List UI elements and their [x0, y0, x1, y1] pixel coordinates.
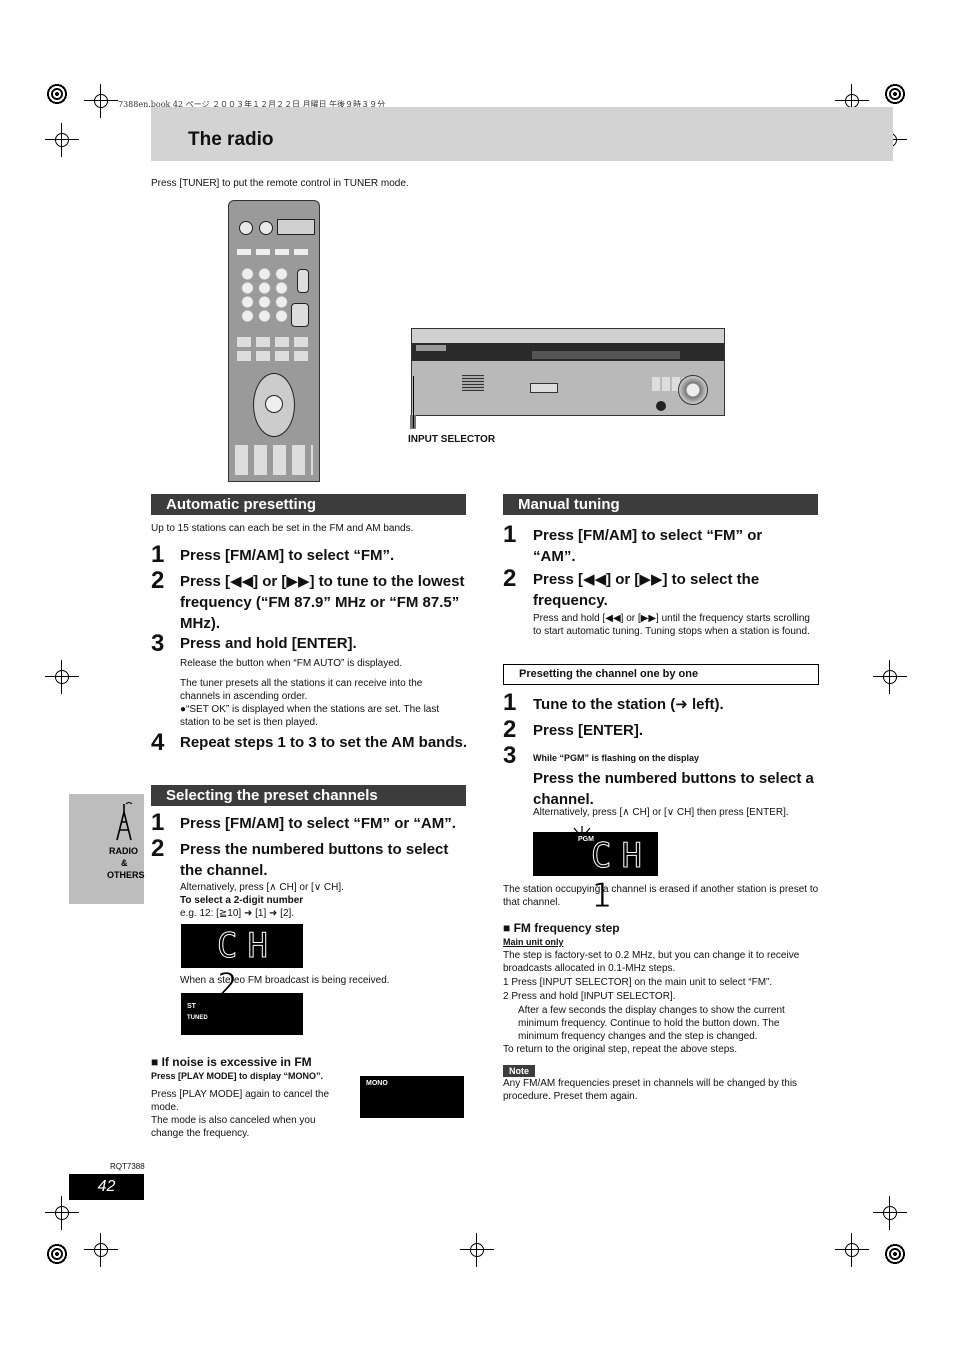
automatic-presetting-heading: Automatic presetting [151, 494, 466, 515]
step-number: 1 [151, 541, 165, 568]
step-text: Repeat steps 1 to 3 to set the AM bands. [180, 734, 467, 751]
antenna-tower-icon [116, 802, 133, 841]
lcd-display-ch1: PGM CH 1 [533, 832, 658, 917]
registration-target-icon [884, 1243, 906, 1265]
step-text: Press [ENTER]. [533, 722, 644, 739]
fm-step-body: The step is factory-set to 0.2 MHz, but … [503, 950, 800, 974]
input-selector-pointer [413, 376, 414, 428]
step-text: Tune to the station (➜ left). [533, 696, 724, 713]
crosshair-icon [45, 1196, 79, 1230]
remote-control-illustration [228, 200, 320, 482]
lcd-display-ch2: CH 2 [181, 924, 303, 1007]
lcd-display-stereo: ST TUNED [181, 993, 303, 1035]
crosshair-icon [84, 84, 118, 118]
step-number: 2 [151, 835, 165, 862]
registration-target-icon [46, 83, 68, 105]
crosshair-icon [873, 660, 907, 694]
lcd-tuned-indicator: TUNED [187, 1015, 208, 1021]
power-button-icon [259, 221, 273, 235]
lcd-st-indicator: ST [187, 1003, 196, 1010]
side-tab-line1: RADIO [109, 846, 138, 856]
step-text: Press the numbered buttons to select the… [180, 841, 449, 879]
lcd-pgm-indicator: PGM [578, 836, 594, 843]
main-unit-illustration [410, 328, 725, 429]
step-number: 1 [151, 809, 165, 836]
two-digit-heading: To select a 2-digit number [180, 895, 304, 906]
presetting-one-heading: Presetting the channel one by one [503, 664, 819, 685]
input-selector-label: INPUT SELECTOR [408, 434, 496, 445]
step-number: 2 [151, 567, 165, 594]
crosshair-icon [460, 1233, 494, 1267]
selecting-preset-heading: Selecting the preset channels [151, 785, 466, 806]
crosshair-icon [84, 1233, 118, 1267]
side-tab-line2: & [121, 858, 128, 868]
erased-note: The station occupying a channel is erase… [503, 884, 819, 908]
step-number: 3 [503, 742, 517, 769]
fm-step-item2-detail: After a few seconds the display changes … [518, 1005, 785, 1042]
fm-step-return: To return to the original step, repeat t… [503, 1044, 738, 1055]
main-unit-only: Main unit only [503, 937, 564, 947]
noise-body2: The mode is also canceled when you chang… [151, 1115, 316, 1139]
alternative-note: Alternatively, press [∧ CH] or [∨ CH]. [180, 882, 344, 893]
step-text: While “PGM” is flashing on the display [533, 753, 700, 763]
alternative-note: Alternatively, press [∧ CH] or [∨ CH] th… [533, 807, 789, 818]
stereo-note: When a stereo FM broadcast is being rece… [180, 975, 390, 986]
step-number: 3 [151, 630, 165, 657]
step-main-text: Press the numbered buttons to select a c… [533, 770, 814, 808]
crosshair-icon [873, 1196, 907, 1230]
lcd-display-mono: MONO [360, 1076, 464, 1118]
note-tag: Note [503, 1065, 535, 1077]
step-text: Press [FM/AM] to select “FM” or “AM”. [180, 815, 456, 832]
noise-body: Press [PLAY MODE] again to cancel the mo… [151, 1089, 330, 1113]
section-side-tab: RADIO & OTHERS [69, 794, 145, 904]
step-note: Release the button when “FM AUTO” is dis… [180, 658, 403, 669]
noise-sub: Press [PLAY MODE] to display “MONO”. [151, 1071, 324, 1081]
step-note: The tuner presets all the stations it ca… [180, 678, 423, 702]
flashing-indicator-icon [573, 826, 591, 835]
fm-step-item1: 1 Press [INPUT SELECTOR] on the main uni… [503, 977, 773, 988]
step-note: ●“SET OK” is displayed when the stations… [180, 704, 440, 728]
crosshair-icon [835, 1233, 869, 1267]
crosshair-icon [45, 660, 79, 694]
intro-text: Press [TUNER] to put the remote control … [151, 178, 409, 189]
book-info-line: 7388en.book 42 ページ ２００３年１２月２２日 月曜日 午後９時３… [118, 100, 386, 109]
step-note: Press and hold [◀◀] or [▶▶] until the fr… [533, 613, 810, 637]
manual-tuning-heading: Manual tuning [503, 494, 818, 515]
step-number: 2 [503, 716, 517, 743]
note-text: Any FM/AM frequencies preset in channels… [503, 1078, 798, 1102]
step-number: 1 [503, 689, 517, 716]
fm-step-heading: ■ FM frequency step [503, 921, 620, 935]
step-text: Press [◀◀] or [▶▶] to tune to the lowest… [180, 573, 465, 632]
two-digit-example: e.g. 12: [≧10] ➜ [1] ➜ [2]. [180, 908, 295, 919]
fm-step-item2: 2 Press and hold [INPUT SELECTOR]. [503, 991, 676, 1002]
title-band [151, 107, 893, 161]
registration-target-icon [46, 1243, 68, 1265]
page-number: 42 [69, 1174, 144, 1200]
step-number: 1 [503, 521, 517, 548]
power-button-icon [239, 221, 253, 235]
step-number: 2 [503, 565, 517, 592]
step-text: Press [FM/AM] to select “FM” or “AM”. [533, 527, 763, 565]
step-text: Press [FM/AM] to select “FM”. [180, 547, 395, 564]
lcd-mono-indicator: MONO [366, 1080, 388, 1087]
step-number: 4 [151, 729, 165, 756]
page-title: The radio [188, 129, 274, 150]
document-code: RQT7388 [110, 1162, 145, 1171]
step-text: Press [◀◀] or [▶▶] to select the frequen… [533, 571, 760, 609]
noise-heading: ■ If noise is excessive in FM [151, 1055, 312, 1069]
automatic-presetting-intro: Up to 15 stations can each be set in the… [151, 523, 414, 534]
crosshair-icon [45, 123, 79, 157]
registration-target-icon [884, 83, 906, 105]
enter-button-icon [265, 395, 283, 413]
lcd-text: CH 1 [591, 836, 652, 917]
step-text: Press and hold [ENTER]. [180, 635, 357, 652]
side-tab-line3: OTHERS [107, 870, 145, 880]
